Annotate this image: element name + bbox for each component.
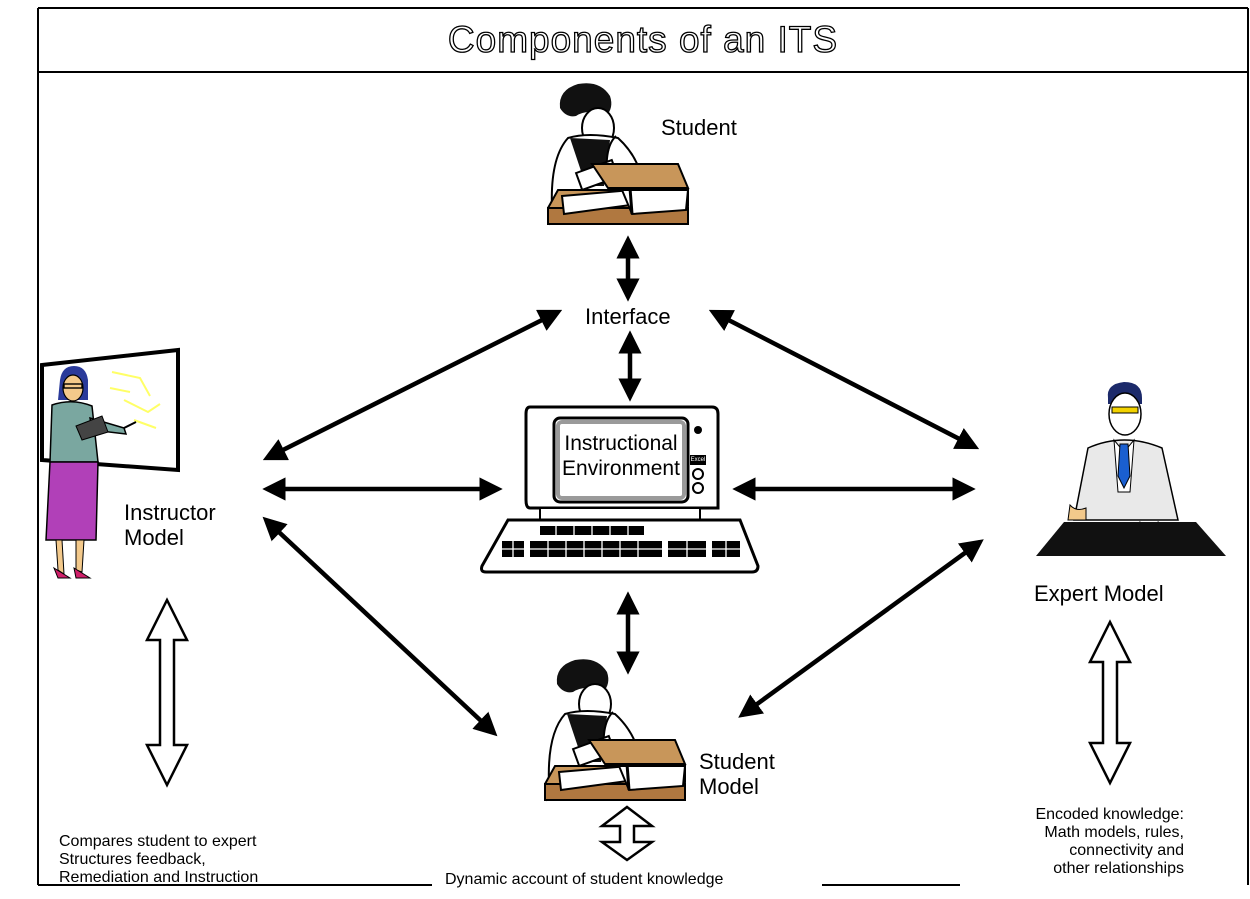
- diagram-title: Components of an ITS: [447, 18, 839, 60]
- expert-note-line-2: Math models, rules,: [1044, 824, 1184, 841]
- instructor-note: Compares student to expert Structures fe…: [59, 833, 258, 887]
- instructor-model-line-2: Model: [124, 525, 184, 550]
- expert-note-line-4: other relationships: [1053, 860, 1184, 877]
- hollow-arrows: [144, 597, 1133, 862]
- instructor-note-line-1: Compares student to expert: [59, 833, 257, 850]
- hollow-arrow-instructor: [144, 597, 190, 788]
- student-model-label: Student Model: [699, 749, 775, 799]
- connection-arrows: [262, 235, 984, 737]
- expert-figure-icon: [1036, 382, 1226, 556]
- frame-lines: [37, 7, 1249, 886]
- student-model-note: Dynamic account of student knowledge: [445, 871, 724, 888]
- arrow-instructor-studentmodel: [262, 516, 498, 737]
- arrow-interface-instructor: [262, 309, 563, 461]
- student-model-figure-icon: [543, 659, 687, 802]
- expert-note-line-3: connectivity and: [1069, 842, 1184, 859]
- student-model-line-2: Model: [699, 774, 759, 799]
- interface-label: Interface: [585, 304, 671, 329]
- expert-note-line-1: Encoded knowledge:: [1035, 806, 1184, 823]
- instructor-model-line-1: Instructor: [124, 500, 216, 525]
- teacher-figure-icon: [40, 347, 180, 579]
- hollow-arrow-studentmodel: [598, 805, 656, 862]
- computer-badge: Excel: [690, 457, 706, 463]
- student-figure-icon: [546, 83, 690, 226]
- expert-note: Encoded knowledge: Math models, rules, c…: [968, 806, 1184, 878]
- student-label: Student: [661, 115, 737, 140]
- instructional-environment-label: Instructional Environment: [558, 431, 684, 481]
- instructional-environment-line-2: Environment: [562, 457, 680, 480]
- computer-icon: [480, 405, 760, 574]
- arrow-studentmodel-expert: [738, 539, 984, 718]
- title-bar: Components of an ITS: [38, 8, 1248, 72]
- student-model-line-1: Student: [699, 749, 775, 774]
- arrow-interface-expert: [708, 309, 980, 450]
- instructor-note-line-2: Structures feedback,: [59, 851, 206, 868]
- instructional-environment-line-1: Instructional: [564, 432, 678, 455]
- instructor-note-line-3: Remediation and Instruction: [59, 869, 259, 886]
- instructor-model-label: Instructor Model: [124, 500, 216, 550]
- expert-model-label: Expert Model: [1034, 581, 1164, 606]
- hollow-arrow-expert: [1087, 619, 1133, 786]
